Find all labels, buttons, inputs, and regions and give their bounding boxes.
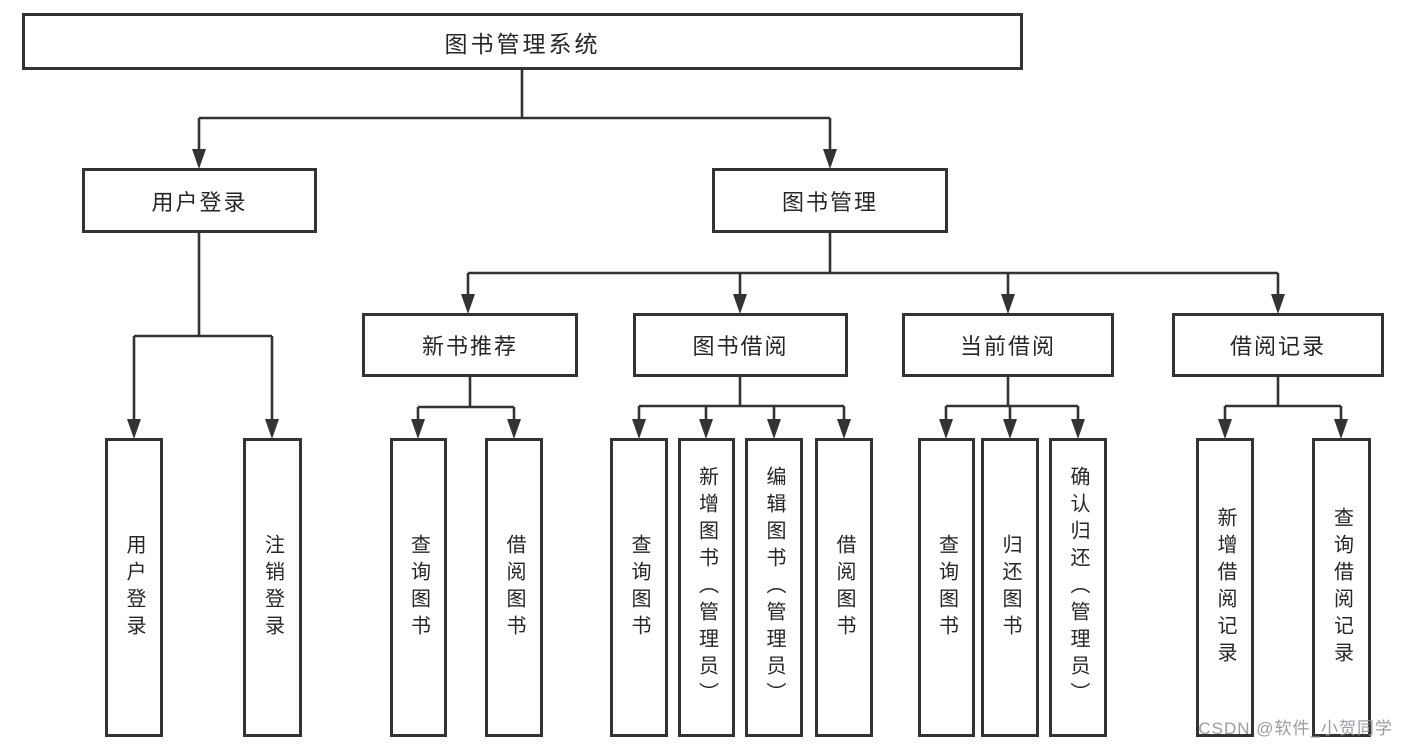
leaf-add-borrow-record: 新增借阅记录	[1196, 438, 1254, 737]
leaf-query-books-borrow: 查询图书	[610, 438, 668, 737]
node-book-borrow: 图书借阅	[633, 313, 848, 377]
csdn-watermark: CSDN @软件_小贺同学	[1198, 719, 1393, 738]
node-user-login: 用户登录	[82, 168, 317, 233]
node-borrow-records: 借阅记录	[1172, 313, 1384, 377]
leaf-query-books-current: 查询图书	[918, 438, 975, 737]
leaf-borrow-books: 借阅图书	[815, 438, 873, 737]
leaf-query-borrow-record: 查询借阅记录	[1312, 438, 1371, 737]
node-library-management-system: 图书管理系统	[22, 13, 1023, 70]
leaf-confirm-return-admin: 确认归还（管理员）	[1049, 438, 1107, 737]
leaf-return-books: 归还图书	[981, 438, 1039, 737]
node-current-borrow: 当前借阅	[902, 313, 1114, 377]
leaf-user-login: 用户登录	[105, 438, 163, 737]
node-book-management: 图书管理	[712, 168, 948, 233]
leaf-edit-books-admin: 编辑图书（管理员）	[745, 438, 803, 737]
leaf-query-books-recommend: 查询图书	[390, 438, 447, 737]
leaf-add-books-admin: 新增图书（管理员）	[678, 438, 735, 737]
leaf-borrow-books-recommend: 借阅图书	[485, 438, 543, 737]
leaf-logout-login: 注销登录	[243, 438, 302, 737]
node-new-book-recommend: 新书推荐	[362, 313, 578, 377]
